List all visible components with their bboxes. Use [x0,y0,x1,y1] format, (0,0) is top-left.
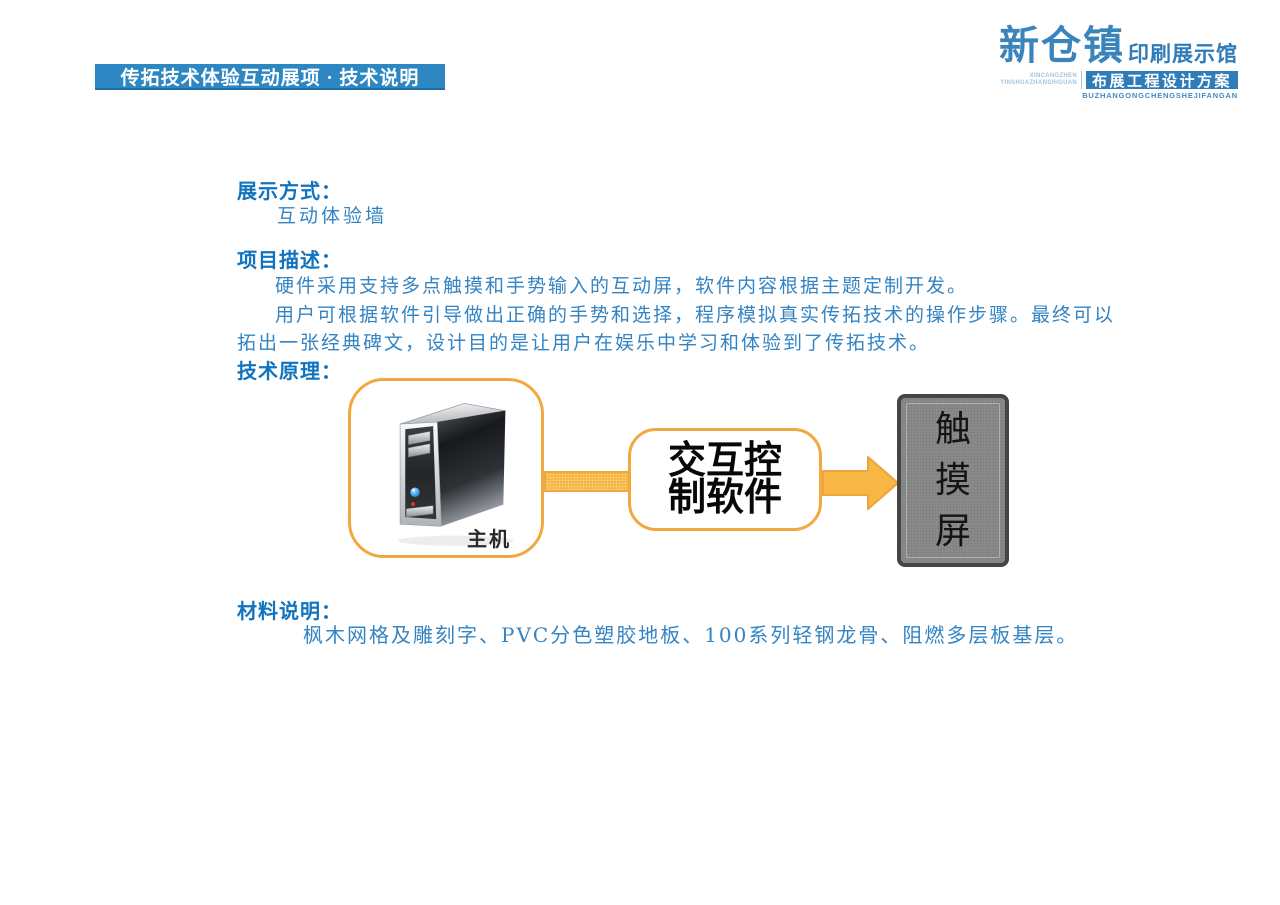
material-description-content: 枫木网格及雕刻字、PVC分色塑胶地板、100系列轻钢龙骨、阻燃多层板基层。 [303,623,1079,647]
project-description-paragraph: 硬件采用支持多点触摸和手势输入的互动屏，软件内容根据主题定制开发。 用户可根据软… [237,272,1115,358]
connector-bar [544,471,630,492]
logo-name-cn: 新仓镇 [999,22,1125,69]
software-label-line2: 制软件 [667,476,782,519]
software-label-line1: 交互控 [667,439,782,482]
logo-name-suffix: 印刷展示馆 [1128,43,1238,66]
page-title: 传拓技术体验互动展项 · 技术说明 [120,67,420,89]
touch-screen-char: 触 [934,409,971,450]
touch-screen-node: 触 摸 屏 [897,394,1009,567]
brand-logo: 新仓镇 印刷展示馆 XINCANGZHEN YINSHUAZHANSHIGUAN… [999,26,1238,100]
logo-name-row: 新仓镇 印刷展示馆 [999,26,1238,66]
section-heading-technical-principle: 技术原理： [237,361,342,383]
page-title-bar: 传拓技术体验互动展项 · 技术说明 [95,64,445,90]
logo-banner: 布展工程设计方案 [1085,71,1238,90]
project-description-line: 拓出一张经典碑文，设计目的是让用户在娱乐中学习和体验到了传拓技术。 [237,332,931,354]
project-description-line: 硬件采用支持多点触摸和手势输入的互动屏，软件内容根据主题定制开发。 [275,275,969,297]
display-method-content: 互动体验墙 [277,205,388,227]
arrow-right-icon [822,456,899,510]
touch-screen-inner-frame: 触 摸 屏 [906,403,1000,558]
logo-banner-pinyin: BUZHANGONGCHENGSHEJIFANGAN [1082,91,1238,100]
logo-banner-row: XINCANGZHEN YINSHUAZHANSHIGUAN 布展工程设计方案 [1000,71,1238,90]
logo-pinyin-line1: XINCANGZHEN [1029,73,1077,79]
section-heading-project-description: 项目描述： [237,250,342,272]
logo-pinyin-line2: YINSHUAZHANSHIGUAN [1000,80,1077,86]
host-label: 主机 [467,529,511,551]
touch-screen-char: 摸 [934,460,971,501]
software-label: 交互控 制软件 [667,439,782,519]
software-node: 交互控 制软件 [628,428,822,531]
section-heading-display-method: 展示方式： [237,181,342,203]
host-node: 主机 [348,378,544,558]
logo-pinyin: XINCANGZHEN YINSHUAZHANSHIGUAN [1000,73,1077,87]
section-heading-material-description: 材料说明： [237,601,342,623]
logo-divider [1080,71,1082,89]
project-description-line: 用户可根据软件引导做出正确的手势和选择，程序模拟真实传拓技术的操作步骤。最终可以 [275,303,1116,326]
touch-screen-char: 屏 [934,511,971,552]
computer-tower-icon [398,403,514,546]
